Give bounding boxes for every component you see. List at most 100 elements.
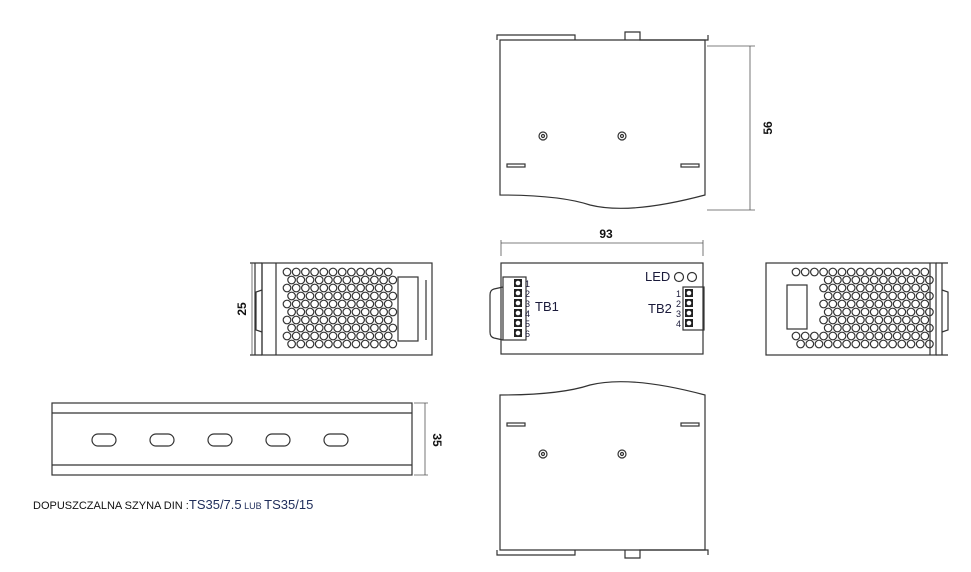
vent-hole bbox=[869, 339, 879, 349]
rail-slot bbox=[91, 433, 117, 447]
vent-hole bbox=[869, 275, 879, 285]
vent-hole bbox=[897, 307, 907, 317]
vent-hole bbox=[314, 323, 324, 333]
left-side-view: 25 bbox=[235, 262, 433, 356]
vent-hole bbox=[356, 299, 366, 309]
dim-rail-height: 35 bbox=[430, 433, 444, 447]
vent-hole bbox=[347, 283, 356, 293]
vent-hole bbox=[828, 315, 838, 325]
vent-hole bbox=[888, 339, 897, 349]
vent-hole bbox=[360, 307, 370, 317]
vent-hole bbox=[925, 275, 934, 285]
terminal-screw bbox=[686, 310, 692, 316]
vent-hole bbox=[819, 315, 828, 325]
vent-hole bbox=[911, 267, 920, 277]
vent-hole bbox=[383, 283, 393, 293]
vent-hole bbox=[296, 307, 306, 317]
vent-hole bbox=[347, 267, 356, 277]
vent-hole bbox=[374, 315, 384, 325]
vent-hole bbox=[906, 291, 916, 301]
vent-hole bbox=[365, 267, 375, 277]
terminal-screw bbox=[515, 290, 521, 296]
vent-hole bbox=[333, 291, 343, 301]
vent-hole bbox=[856, 299, 865, 309]
vent-hole bbox=[319, 299, 329, 309]
vent-hole bbox=[351, 323, 361, 333]
vent-hole bbox=[301, 267, 310, 277]
vent-hole bbox=[379, 339, 389, 349]
vent-hole bbox=[842, 339, 851, 349]
vent-hole bbox=[291, 267, 301, 277]
vent-hole bbox=[383, 331, 393, 341]
vent-hole bbox=[911, 315, 920, 325]
vent-hole bbox=[347, 299, 356, 309]
vent-hole bbox=[856, 267, 865, 277]
pin-number: 1 bbox=[676, 289, 681, 299]
vent-hole bbox=[851, 275, 861, 285]
vent-hole bbox=[883, 315, 893, 325]
vent-hole bbox=[837, 299, 847, 309]
vent-hole bbox=[902, 267, 911, 277]
vent-hole bbox=[342, 323, 352, 333]
vent-hole bbox=[833, 307, 842, 317]
vent-hole bbox=[333, 307, 343, 317]
vent-hole bbox=[314, 307, 324, 317]
vent-hole bbox=[883, 331, 893, 341]
vent-hole bbox=[842, 307, 851, 317]
vent-hole bbox=[383, 315, 393, 325]
terminal-screw bbox=[686, 320, 692, 326]
vent-hole bbox=[920, 315, 930, 325]
din-rail-note: DOPUSZCZALNA SZYNA DIN :TS35/7.5 LUB TS3… bbox=[33, 497, 313, 512]
vent-hole bbox=[337, 315, 347, 325]
vent-hole bbox=[869, 323, 879, 333]
vent-hole bbox=[333, 339, 343, 349]
vent-hole bbox=[333, 275, 343, 285]
vent-hole bbox=[370, 275, 379, 285]
vent-hole bbox=[328, 267, 338, 277]
vent-hole bbox=[314, 275, 324, 285]
vent-hole bbox=[365, 315, 375, 325]
vent-hole bbox=[874, 283, 884, 293]
vent-hole bbox=[874, 299, 884, 309]
vent-hole bbox=[883, 299, 893, 309]
terminal-screw bbox=[515, 300, 521, 306]
vent-hole bbox=[282, 267, 292, 277]
dim-height: 56 bbox=[761, 121, 775, 135]
vent-hole bbox=[823, 275, 833, 285]
vent-hole bbox=[337, 299, 347, 309]
vent-hole bbox=[915, 275, 925, 285]
vent-hole bbox=[383, 267, 393, 277]
vent-hole bbox=[370, 307, 379, 317]
vent-hole bbox=[388, 339, 398, 349]
vent-hole bbox=[796, 339, 805, 349]
vent-hole bbox=[282, 331, 292, 341]
vent-hole bbox=[837, 331, 847, 341]
vent-hole bbox=[324, 307, 333, 317]
vent-hole bbox=[837, 283, 847, 293]
vent-hole bbox=[892, 267, 902, 277]
pin-number: 4 bbox=[525, 309, 530, 319]
vent-hole bbox=[305, 323, 315, 333]
terminal-screw bbox=[515, 330, 521, 336]
vent-hole bbox=[846, 283, 856, 293]
vent-hole bbox=[874, 267, 884, 277]
vent-hole bbox=[374, 331, 384, 341]
vent-hole bbox=[865, 283, 874, 293]
vent-hole bbox=[365, 331, 375, 341]
vent-hole bbox=[906, 339, 916, 349]
vent-hole bbox=[800, 331, 810, 341]
vent-hole bbox=[287, 339, 297, 349]
vent-hole bbox=[370, 323, 379, 333]
pin-number: 2 bbox=[676, 299, 681, 309]
vent-hole bbox=[342, 291, 352, 301]
vent-hole bbox=[833, 275, 842, 285]
vent-hole bbox=[837, 267, 847, 277]
vent-hole bbox=[282, 299, 292, 309]
vent-hole bbox=[888, 307, 897, 317]
vent-hole bbox=[337, 267, 347, 277]
vent-hole bbox=[324, 275, 333, 285]
vent-hole bbox=[287, 275, 297, 285]
vent-hole bbox=[828, 283, 838, 293]
vent-hole bbox=[347, 315, 356, 325]
